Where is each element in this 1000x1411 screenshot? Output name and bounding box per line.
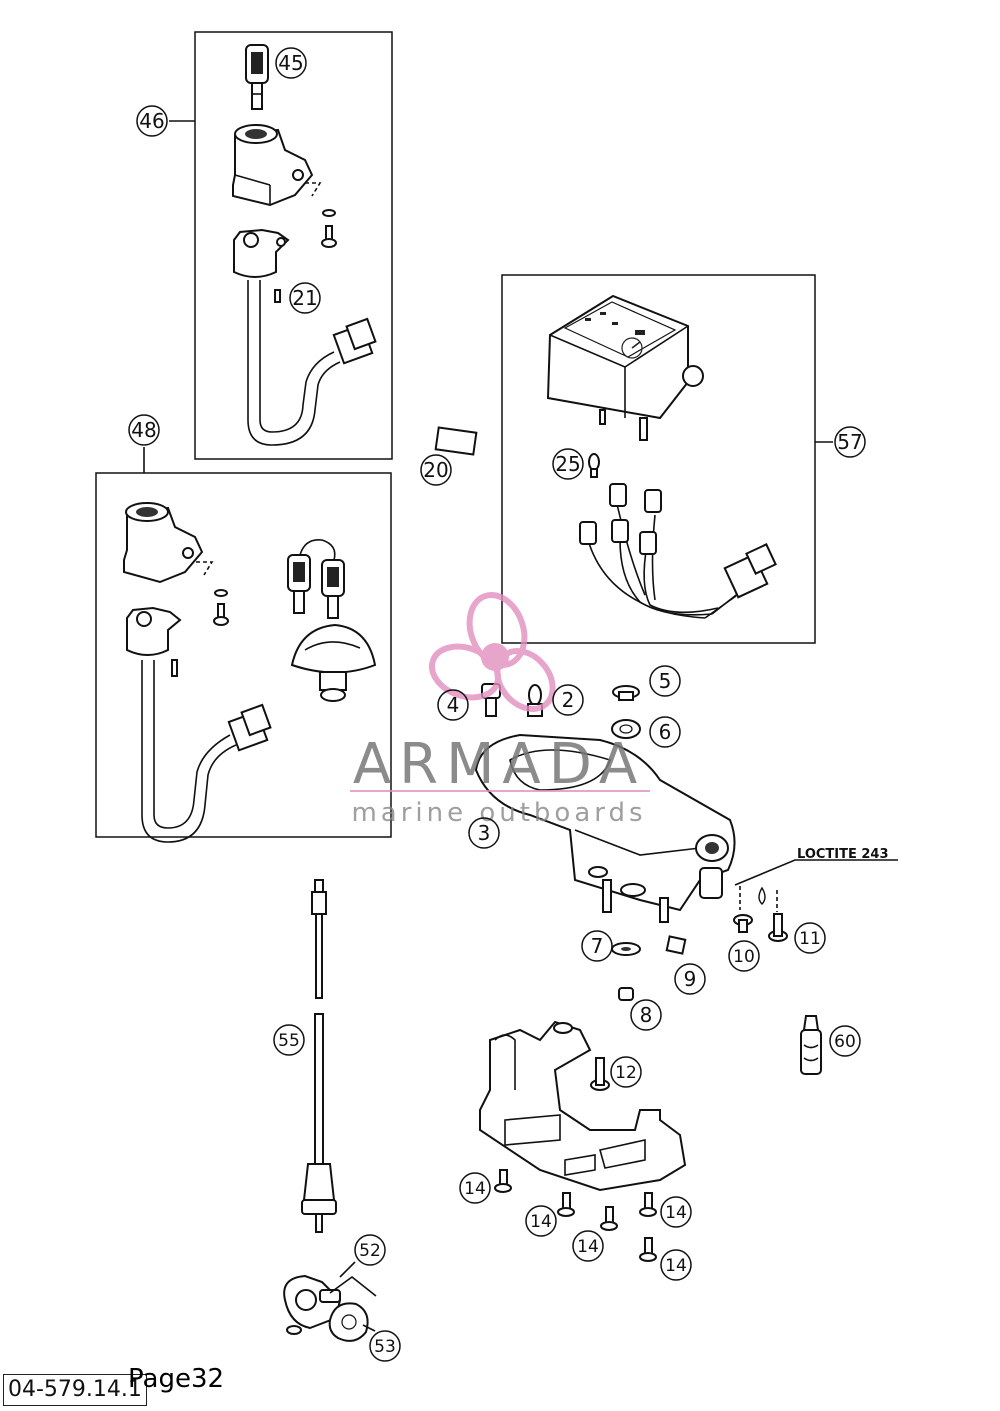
callout-4: 4 <box>437 689 469 721</box>
svg-text:52: 52 <box>359 1241 381 1261</box>
group-box-46 <box>194 31 393 460</box>
speedometer-cable <box>301 879 337 1233</box>
svg-text:11: 11 <box>799 929 821 949</box>
speedometer-drive <box>283 1274 342 1335</box>
document-code: 04-579.14.1 <box>3 1374 147 1406</box>
callout-21: 21 <box>289 282 321 314</box>
nut-8 <box>618 987 634 1001</box>
svg-text:14: 14 <box>464 1179 486 1199</box>
speedometer-wiring <box>579 483 777 619</box>
svg-text:20: 20 <box>423 458 448 482</box>
page-number: Page32 <box>128 1364 225 1394</box>
callout-52: 52 <box>354 1234 386 1266</box>
callout-53: 53 <box>369 1330 401 1362</box>
svg-text:55: 55 <box>278 1031 300 1051</box>
svg-text:12: 12 <box>615 1063 637 1083</box>
callout-14-d: 14 <box>660 1196 692 1228</box>
callout-48: 48 <box>128 414 160 446</box>
callout-55: 55 <box>273 1024 305 1056</box>
svg-text:21: 21 <box>292 286 317 310</box>
svg-text:6: 6 <box>659 720 672 744</box>
callout-60: 60 <box>829 1025 861 1057</box>
callout-2: 2 <box>552 684 584 716</box>
svg-text:45: 45 <box>278 51 303 75</box>
callout-14-b: 14 <box>525 1205 557 1237</box>
loctite-bottle-60 <box>800 1015 822 1075</box>
screw-14-a <box>494 1169 512 1193</box>
svg-text:25: 25 <box>555 452 580 476</box>
svg-text:48: 48 <box>131 418 156 442</box>
watermark-tagline: marine outboards <box>351 798 646 828</box>
washer-6 <box>611 719 641 739</box>
speedometer-unit <box>546 294 704 441</box>
callout-45: 45 <box>275 47 307 79</box>
svg-text:5: 5 <box>659 669 672 693</box>
key-pair-icon <box>287 538 345 619</box>
svg-text:10: 10 <box>733 947 755 967</box>
ignition-switch-with-cable <box>233 228 377 446</box>
svg-text:8: 8 <box>640 1003 653 1027</box>
screw-14-c <box>600 1206 618 1231</box>
bulb-icon <box>588 453 600 478</box>
armada-watermark-logo <box>429 592 556 712</box>
callout-14-c: 14 <box>572 1230 604 1262</box>
svg-text:60: 60 <box>834 1032 856 1052</box>
washer-7 <box>611 942 641 956</box>
svg-text:57: 57 <box>837 430 862 454</box>
lower-holder-bracket <box>479 1020 687 1192</box>
callout-25: 25 <box>552 448 584 480</box>
callout-57: 57 <box>834 426 866 458</box>
svg-text:14: 14 <box>665 1256 687 1276</box>
screw-14-d <box>639 1192 657 1217</box>
fuel-cap <box>290 623 377 702</box>
screw-11 <box>768 913 788 942</box>
svg-text:14: 14 <box>530 1212 552 1232</box>
svg-text:4: 4 <box>447 693 460 717</box>
group-box-48 <box>95 472 392 838</box>
ignition-lock-body <box>232 124 337 248</box>
svg-text:7: 7 <box>591 934 604 958</box>
callout-11: 11 <box>794 922 826 954</box>
key-icon <box>245 44 269 110</box>
callout-14-e: 14 <box>660 1249 692 1281</box>
callout-20: 20 <box>420 454 452 486</box>
gasket-53 <box>328 1302 369 1342</box>
svg-text:9: 9 <box>684 967 697 991</box>
callout-14-a: 14 <box>459 1172 491 1204</box>
callout-5: 5 <box>649 665 681 697</box>
svg-text:3: 3 <box>478 821 491 845</box>
callout-8: 8 <box>630 999 662 1031</box>
watermark-brand: ARMADA <box>353 732 645 797</box>
callout-7: 7 <box>581 930 613 962</box>
callout-10: 10 <box>728 940 760 972</box>
screw-10 <box>733 914 753 933</box>
svg-text:14: 14 <box>665 1203 687 1223</box>
callout-46: 46 <box>136 105 168 137</box>
lock-set-body <box>123 502 272 843</box>
sticker-pad <box>434 426 478 456</box>
callout-6: 6 <box>649 716 681 748</box>
loctite-annotation: LOCTITE 243 <box>797 847 889 862</box>
loctite-drop-icon <box>758 886 766 905</box>
callout-9: 9 <box>674 963 706 995</box>
group-box-57 <box>501 274 816 644</box>
screw-14-e <box>639 1237 657 1262</box>
instrument-bracket <box>474 733 736 923</box>
svg-text:14: 14 <box>577 1237 599 1257</box>
callout-3: 3 <box>468 817 500 849</box>
grommet-5 <box>612 685 640 701</box>
screw-14-b <box>557 1192 575 1217</box>
callout-12: 12 <box>610 1056 642 1088</box>
svg-text:53: 53 <box>374 1337 396 1357</box>
svg-text:46: 46 <box>139 109 164 133</box>
clip-9 <box>665 935 687 955</box>
svg-text:2: 2 <box>562 688 575 712</box>
screw-12 <box>590 1057 610 1091</box>
